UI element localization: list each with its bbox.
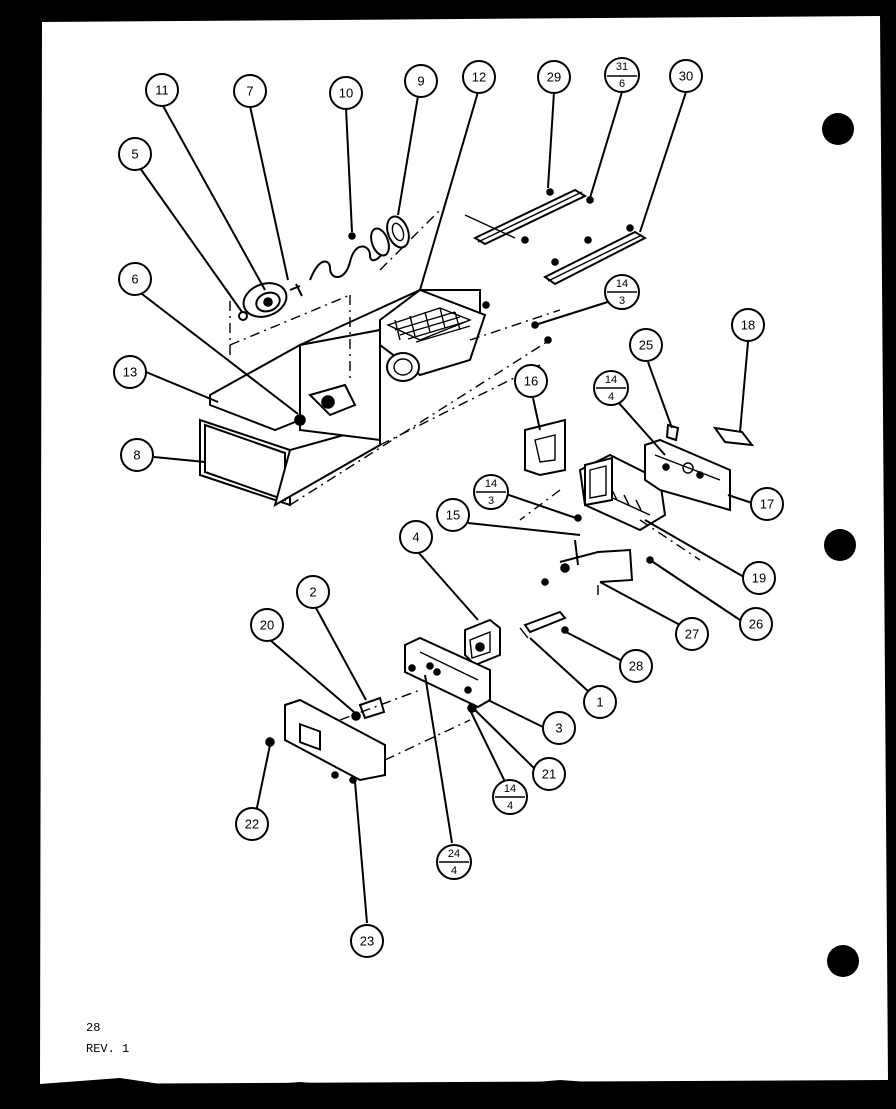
callout-22: 22	[235, 807, 269, 841]
svg-text:16: 16	[524, 374, 538, 389]
svg-text:6: 6	[619, 78, 625, 90]
svg-text:23: 23	[360, 934, 374, 949]
callout-19: 19	[742, 561, 776, 595]
svg-text:18: 18	[741, 318, 755, 333]
callout-27: 27	[675, 617, 709, 651]
callout-21: 21	[532, 757, 566, 791]
svg-text:3: 3	[619, 295, 625, 307]
punch-hole	[827, 945, 859, 977]
callout-25: 25	[629, 328, 663, 362]
svg-text:4: 4	[451, 865, 457, 877]
svg-text:14: 14	[616, 278, 628, 290]
callout-18: 18	[731, 308, 765, 342]
scan-edge	[0, 1078, 896, 1109]
callout-26: 26	[739, 607, 773, 641]
callout-13: 13	[113, 355, 147, 389]
svg-text:6: 6	[131, 272, 138, 287]
callout-17: 17	[750, 487, 784, 521]
callout-balloons: 11 7 10 9 12 29 316 30 5 6 143 13 8 16 2…	[113, 57, 784, 958]
ice-bucket-assembly	[199, 209, 561, 508]
svg-text:4: 4	[608, 391, 614, 403]
svg-text:3: 3	[488, 495, 494, 507]
punch-hole	[822, 113, 854, 145]
svg-text:19: 19	[752, 571, 766, 586]
svg-text:30: 30	[679, 69, 693, 84]
svg-text:15: 15	[446, 508, 460, 523]
svg-text:10: 10	[339, 86, 353, 101]
callout-14-3-upper: 143	[604, 274, 640, 310]
callout-15: 15	[436, 498, 470, 532]
leader-lines	[139, 91, 753, 924]
svg-text:14: 14	[504, 783, 516, 795]
svg-text:8: 8	[133, 448, 140, 463]
callout-12: 12	[462, 60, 496, 94]
callout-14-4-lower: 144	[492, 779, 528, 815]
callout-6: 6	[118, 262, 152, 296]
callout-31-6: 316	[604, 57, 640, 93]
svg-text:31: 31	[616, 61, 628, 73]
slide-rails	[464, 188, 648, 344]
callout-30: 30	[669, 59, 703, 93]
svg-text:17: 17	[760, 497, 774, 512]
callout-9: 9	[404, 64, 438, 98]
punch-hole	[824, 529, 856, 561]
auger-parts	[238, 215, 410, 321]
svg-text:1: 1	[596, 695, 603, 710]
svg-text:24: 24	[448, 848, 460, 860]
motor-assembly	[265, 618, 501, 784]
callout-7: 7	[233, 74, 267, 108]
callout-4: 4	[399, 520, 433, 554]
svg-text:7: 7	[246, 84, 253, 99]
callout-11: 11	[145, 73, 179, 107]
callout-8: 8	[120, 438, 154, 472]
page-number: 28	[86, 1021, 100, 1035]
svg-text:3: 3	[555, 721, 562, 736]
svg-text:5: 5	[131, 147, 138, 162]
callout-29: 29	[537, 60, 571, 94]
callout-14-3-lower: 143	[473, 474, 509, 510]
svg-text:28: 28	[629, 659, 643, 674]
svg-text:13: 13	[123, 365, 137, 380]
callout-2: 2	[296, 575, 330, 609]
svg-text:22: 22	[245, 817, 259, 832]
callout-1: 1	[583, 685, 617, 719]
svg-text:14: 14	[485, 478, 497, 490]
svg-text:21: 21	[542, 767, 556, 782]
svg-text:20: 20	[260, 618, 274, 633]
svg-text:14: 14	[605, 374, 617, 386]
paper-sheet	[40, 16, 888, 1084]
callout-3: 3	[542, 711, 576, 745]
svg-text:12: 12	[472, 70, 486, 85]
svg-text:4: 4	[507, 800, 513, 812]
callout-16: 16	[514, 364, 548, 398]
svg-text:4: 4	[412, 530, 419, 545]
svg-text:26: 26	[749, 617, 763, 632]
callout-28: 28	[619, 649, 653, 683]
svg-text:27: 27	[685, 627, 699, 642]
callout-20: 20	[250, 608, 284, 642]
svg-text:29: 29	[547, 70, 561, 85]
svg-text:25: 25	[639, 338, 653, 353]
ice-maker-assembly	[519, 418, 755, 639]
callout-24-4: 244	[436, 844, 472, 880]
revision-label: REV. 1	[86, 1042, 129, 1056]
callout-10: 10	[329, 76, 363, 110]
callout-14-4-upper: 144	[593, 370, 629, 406]
callout-5: 5	[118, 137, 152, 171]
callout-23: 23	[350, 924, 384, 958]
svg-text:9: 9	[417, 74, 424, 89]
svg-text:2: 2	[309, 585, 316, 600]
svg-text:11: 11	[155, 83, 169, 98]
